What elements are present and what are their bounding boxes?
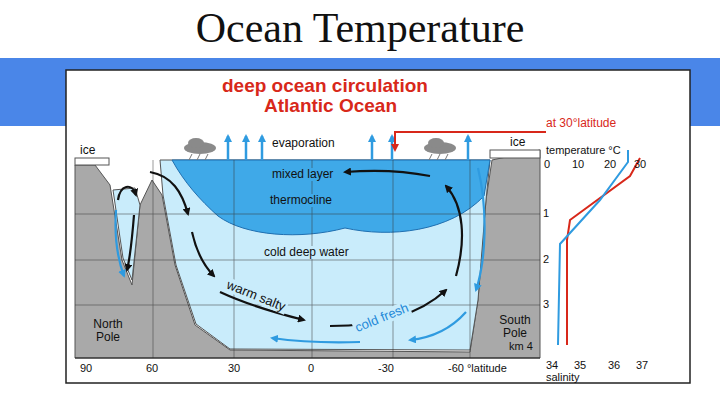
- cloud: [184, 138, 456, 154]
- depth-label: 1: [543, 207, 549, 219]
- tick-label: 34: [546, 359, 558, 371]
- axis-line: [75, 358, 540, 359]
- ice-sheet: [75, 158, 109, 165]
- depth-label: 2: [543, 253, 549, 265]
- process-label: evaporation: [272, 137, 335, 150]
- diagram-heading: deep ocean circulation: [222, 76, 428, 97]
- tick-label: 60: [146, 362, 158, 374]
- depth-label: 3: [543, 298, 549, 310]
- axis-title: temperature °C: [546, 144, 621, 156]
- tick-label: 35: [574, 359, 586, 371]
- tick-label: -30: [378, 362, 394, 374]
- tick-label: 0: [544, 158, 550, 170]
- tick-label: 90: [80, 362, 92, 374]
- tick-label: 36: [608, 359, 620, 371]
- circulation-arrow: [118, 171, 462, 326]
- ice-label: ice: [510, 136, 525, 149]
- pole-label: North Pole: [86, 318, 130, 344]
- pointer-arrow: [395, 132, 546, 150]
- diagram-heading: Atlantic Ocean: [264, 96, 397, 117]
- axis-title: salinity: [546, 371, 580, 383]
- tick-label: -60 °latitude: [448, 362, 507, 374]
- ice-sheet: [490, 150, 540, 158]
- land: [75, 150, 540, 358]
- tick-label: 0: [308, 362, 314, 374]
- cold-water-arrow: [115, 168, 484, 342]
- diagram-frame: [66, 70, 690, 383]
- note-label: at 30°latitude: [546, 117, 616, 130]
- tick-label: 20: [604, 158, 616, 170]
- tick-label: 30: [634, 158, 646, 170]
- slide-title: Ocean Temperature: [0, 4, 720, 52]
- layer-label: mixed layer: [270, 168, 335, 181]
- tick-label: 37: [636, 359, 648, 371]
- pole-label: South Pole: [492, 314, 538, 340]
- fjord-water: [113, 188, 140, 280]
- layer-label: thermocline: [268, 194, 334, 207]
- grid: [75, 160, 540, 358]
- salinity-profile: [558, 150, 628, 345]
- mixed-layer: [172, 160, 490, 235]
- depth-label: km 4: [507, 340, 535, 352]
- ocean-water: [160, 160, 490, 350]
- temperature-profile: [567, 158, 640, 345]
- tick-label: 10: [572, 158, 584, 170]
- layer-label: cold deep water: [262, 246, 351, 259]
- ice-label: ice: [80, 144, 95, 157]
- tick-label: 30: [228, 362, 240, 374]
- evaporation-arrow: [228, 136, 468, 160]
